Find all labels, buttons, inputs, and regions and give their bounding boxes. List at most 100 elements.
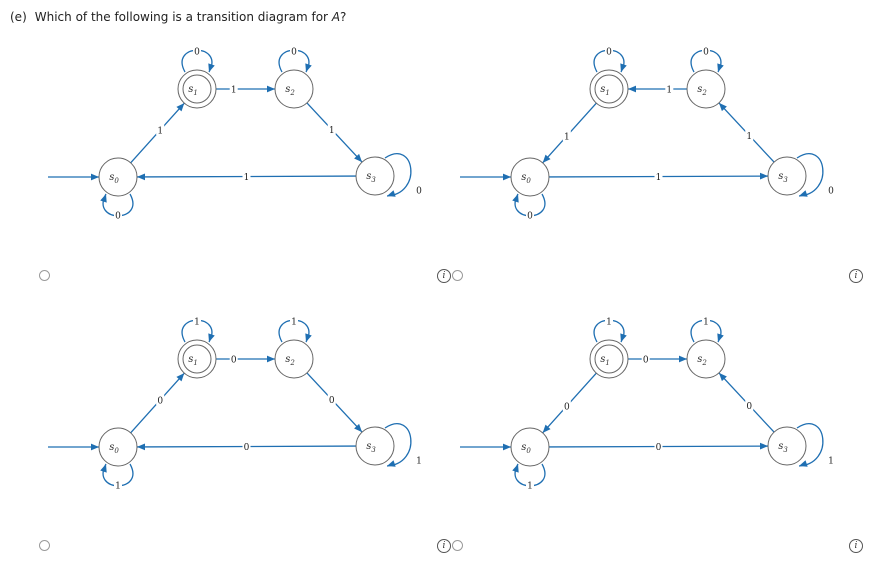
option-b-loop-s2-label: 0 [703, 48, 709, 58]
option-d-node-s3-subscript: 3 [783, 446, 788, 454]
option-a-node-s2-subscript: 2 [289, 89, 295, 97]
option-c-node-s2-subscript: 2 [289, 359, 295, 367]
option-d-loop-s2-label-bg [702, 315, 710, 326]
option-a-node-s3 [355, 156, 395, 196]
option-a-radio[interactable] [39, 270, 50, 281]
option-a-edge-s1-s2-label-bg [229, 83, 238, 94]
option-d-edge-s0-s3-label-bg [654, 440, 663, 452]
option-b-loop-s3-label: 0 [828, 187, 834, 197]
option-a-node-s2-label: s2 [285, 84, 295, 97]
option-b-edge-s2-s3-label-bg [745, 129, 754, 141]
option-d-loop-s3-label: 1 [828, 457, 834, 467]
option-b-edge-s2-s3-arrow [718, 102, 727, 112]
option-d-edge-s0-s1-label: 0 [564, 402, 570, 412]
option-d-start-arrow-head [503, 443, 511, 451]
option-d-node-s0 [510, 427, 550, 467]
option-a-node-s0 [98, 157, 138, 197]
option-b-edge-s0-s1-label: 1 [564, 132, 570, 142]
option-c-loop-s1-label: 1 [194, 318, 200, 328]
option-a-edge-s0-s3-arrow [136, 173, 146, 181]
option-d-loop-s0-label: 1 [527, 482, 533, 492]
option-a-node-s1 [177, 69, 217, 109]
option-c-node-s3-label: s3 [366, 441, 376, 454]
option-a-node-s2 [274, 69, 314, 109]
option-b-edge-s1-s2-label-bg [665, 83, 674, 94]
option-c-edge-s0-s1-arrow [176, 373, 185, 382]
option-b-loop-s1-label-bg [605, 45, 613, 56]
option-c-edge-s0-s1-label: 0 [157, 397, 163, 407]
option-c-loop-s0-arrow [100, 464, 107, 473]
option-d-loop-s1-label: 1 [606, 318, 612, 328]
option-a-edge-s2-s3-arrow [354, 153, 363, 163]
option-d-edge-s2-s3-label-bg [745, 399, 754, 411]
option-c-node-s3-subscript: 3 [371, 446, 376, 454]
option-a-edge-s0-s3-label: 1 [244, 173, 250, 183]
option-b-node-s3 [767, 156, 807, 196]
option-d-node-s0-subscript: 0 [526, 447, 531, 455]
option-c-loop-s0-label-bg [114, 479, 122, 490]
option-a-loop-s2-label-bg [290, 45, 298, 56]
option-a-loop-s3-label-bg [415, 184, 423, 195]
option-b-radio[interactable] [452, 270, 463, 281]
option-a-loop-s2-label: 0 [291, 48, 297, 58]
option-a-loop-s2-arrow [305, 63, 312, 72]
option-c-edge-s2-s3-arrow [354, 423, 363, 433]
option-d-node-s1-inner [594, 344, 624, 374]
option-b-info-icon[interactable]: i [849, 269, 863, 283]
option-b-node-s2-subscript: 2 [701, 89, 707, 97]
option-b-loop-s3-label-bg [827, 184, 835, 195]
option-d-edge-s1-s2-arrow [679, 355, 687, 363]
option-c-node-s1 [177, 339, 217, 379]
option-b-loop-s1-label: 0 [606, 48, 612, 58]
option-c-loop-s3-label: 1 [416, 457, 422, 467]
option-a-loop-s0-label: 0 [115, 212, 121, 222]
option-c-loop-s2-label-bg [290, 315, 298, 326]
option-c-info-icon[interactable]: i [437, 539, 451, 553]
option-a-info-icon[interactable]: i [437, 269, 451, 283]
option-d-edge-s1-s2-label-bg [641, 353, 650, 364]
option-b-start-arrow-head [503, 173, 511, 181]
option-b-node-s1-inner [594, 74, 624, 104]
question-text: (e)Which of the following is a transitio… [10, 10, 346, 24]
option-b-edge-s0-s3-label: 1 [656, 173, 662, 183]
option-c-edge-s1-s2-label-bg [229, 353, 238, 364]
option-c-radio[interactable] [39, 540, 50, 551]
option-b-node-s0-label: s0 [521, 172, 531, 185]
option-d-edge-s1-s2-label: 0 [643, 356, 649, 366]
option-b-node-s3-subscript: 3 [783, 176, 788, 184]
option-a-edge-s2-s3-label: 1 [329, 126, 335, 136]
option-c-edge-s0-s1-label-bg [156, 394, 165, 406]
option-d-loop-s2-arrow [717, 333, 724, 342]
option-b-node-s0 [510, 157, 550, 197]
option-b-loop-s1-arrow [620, 63, 627, 72]
option-d-node-s0-label: s0 [521, 442, 531, 455]
option-a-edge-s1-s2-label: 1 [231, 86, 237, 96]
option-a-loop-s0-arrow [100, 194, 107, 203]
option-c-node-s0-label: s0 [109, 442, 119, 455]
option-a-start-arrow-head [91, 173, 99, 181]
option-d-node-s3-label: s3 [778, 441, 788, 454]
option-a-node-s0-subscript: 0 [114, 177, 119, 185]
option-a-edge-s1-s2-arrow [267, 85, 275, 93]
option-d-info-icon[interactable]: i [849, 539, 863, 553]
option-b-edge-s1-s2-label: 1 [666, 86, 672, 96]
option-b-node-s1-label: s1 [600, 84, 610, 97]
option-c-node-s1-inner [182, 344, 212, 374]
option-d-node-s2-label: s2 [697, 354, 707, 367]
option-d-node-s1-subscript: 1 [605, 359, 609, 367]
option-d-radio[interactable] [452, 540, 463, 551]
option-a-loop-s1-label: 0 [194, 48, 200, 58]
option-a-node-s3-label: s3 [366, 171, 376, 184]
option-d-node-s2-subscript: 2 [701, 359, 707, 367]
option-d-node-s1 [589, 339, 629, 379]
